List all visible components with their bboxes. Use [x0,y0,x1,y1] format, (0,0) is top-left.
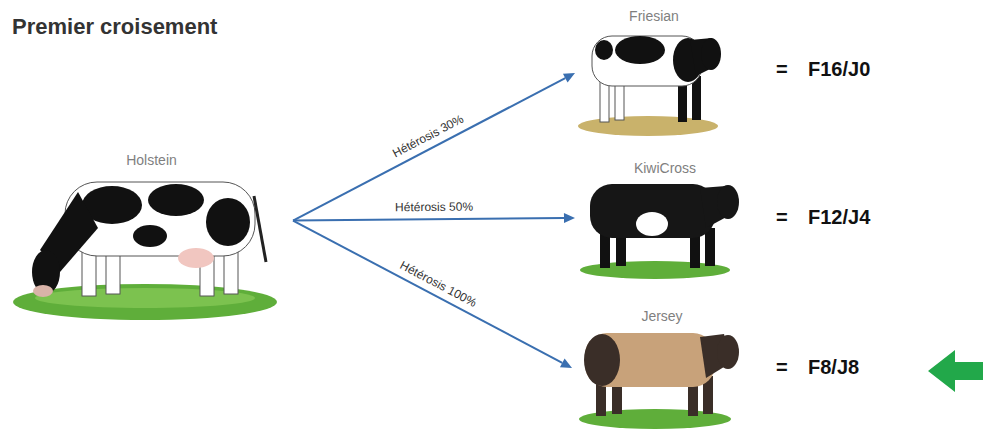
arrow-line [293,78,565,220]
cow-head [701,38,721,70]
cow-node: Friesian [575,6,733,140]
breed-name: Holstein [10,150,293,168]
cow-muzzle [33,285,53,297]
cow-body [590,184,715,238]
cow-body [592,36,702,86]
cross-code: F8/J8 [808,356,859,379]
black-patch [595,40,613,60]
cow-head [717,335,739,369]
black-patch [615,36,665,64]
cow-udder [178,248,214,268]
grass-highlight [35,288,255,308]
cross-code: F12/J4 [808,206,870,229]
cross-arrow [293,221,572,368]
cross-arrow [293,213,575,223]
black-patch [148,184,204,216]
friesian-bull [578,36,721,136]
dark-hindquarter [584,334,620,386]
breed-name: Jersey [572,306,752,324]
cow-node: Jersey [572,306,752,430]
black-patch [206,198,250,246]
cow-head [717,185,739,219]
black-patch [133,225,167,247]
cross-code: F16/J0 [808,58,870,81]
breed-name: Friesian [575,6,733,24]
cow-node: KiwiCross [575,158,755,278]
cow-leg [705,228,715,266]
arrow-head [560,358,572,368]
kiwicross-bull [580,184,739,279]
heterosis-label: Hétérosis 50% [395,200,473,215]
equals-sign: = [776,356,788,379]
equals-sign: = [776,206,788,229]
white-patch [636,212,668,236]
holstein-cow [13,182,277,320]
diagram-title: Premier croisement [12,14,217,40]
cow-tail [254,196,266,262]
arrow-line [293,218,564,220]
arrow-line [293,221,562,363]
green-pointer-arrow [928,350,983,392]
breed-name: KiwiCross [575,158,755,176]
jersey-bull [579,333,739,429]
equals-sign: = [776,58,788,81]
heterosis-label: Hétérosis 100% [397,258,478,310]
arrow-head [563,73,575,83]
cow-body [585,333,715,387]
cow-node: Holstein [10,150,293,322]
cow-body [65,182,255,256]
arrow-head [564,213,575,223]
cross-arrow [293,73,575,221]
